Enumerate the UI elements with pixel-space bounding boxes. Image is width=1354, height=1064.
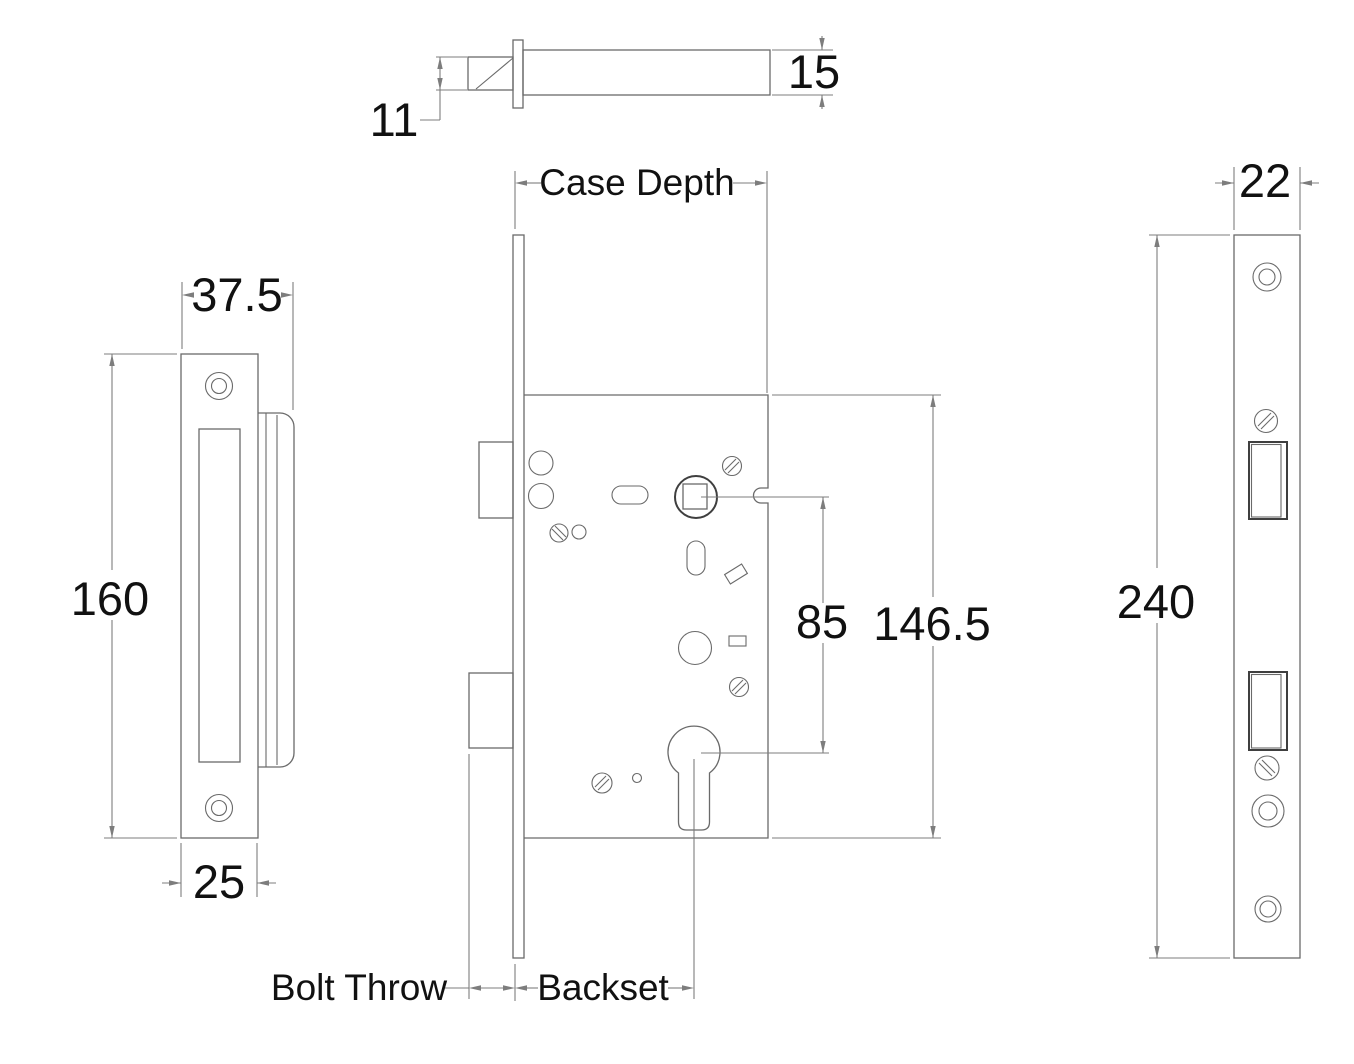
dim-text-37-5: 37.5 xyxy=(191,268,282,321)
dim-text-15: 15 xyxy=(788,45,840,98)
dim-faceplate-width: 22 xyxy=(1215,154,1319,230)
latch-bevel-line xyxy=(475,57,514,90)
strike-keep-opening xyxy=(198,428,241,763)
case-screw-2 xyxy=(721,455,743,477)
faceplate-screw-1 xyxy=(1253,408,1279,434)
faceplate-body xyxy=(1233,234,1301,959)
lock-case-outline xyxy=(524,394,769,839)
latch-bolt-face xyxy=(1250,443,1282,518)
latch-side-view xyxy=(467,39,771,109)
strike-screw-hole-bottom xyxy=(204,793,234,823)
strike-plate-view xyxy=(180,353,295,839)
case-rivet-2 xyxy=(527,482,555,510)
latch-opening xyxy=(1248,441,1288,520)
euro-cylinder-cutout xyxy=(667,725,721,831)
dim-case-depth: Case Depth xyxy=(514,162,768,393)
dim-latch-bolt-height: 11 xyxy=(370,56,467,146)
strike-lip xyxy=(258,412,295,768)
case-screw-3 xyxy=(728,676,750,698)
case-slot-vertical xyxy=(686,540,706,576)
case-rivet-1 xyxy=(528,450,554,476)
label-backset: Backset xyxy=(537,967,669,1008)
label-case-depth: Case Depth xyxy=(539,162,734,203)
case-lever-tab xyxy=(723,563,749,585)
case-pin-hole-small xyxy=(631,772,643,784)
dim-text-85: 85 xyxy=(796,595,848,648)
strike-plate-body xyxy=(180,353,259,839)
faceplate-screw-2 xyxy=(1254,755,1280,781)
faceplate-cross-section xyxy=(512,39,524,109)
lock-case-view xyxy=(468,234,769,959)
label-bolt-throw: Bolt Throw xyxy=(271,967,447,1008)
dim-case-height: 146.5 xyxy=(772,394,991,839)
dim-strike-plate-width: 25 xyxy=(162,843,276,908)
dim-text-240: 240 xyxy=(1117,575,1195,628)
faceplate-front-view xyxy=(1233,234,1301,959)
dim-strike-overall-width: 37.5 xyxy=(181,268,294,410)
case-pin-hole xyxy=(571,524,587,540)
case-screw-1 xyxy=(549,523,569,543)
case-slot-horizontal xyxy=(611,485,649,505)
dim-text-11: 11 xyxy=(370,93,419,146)
dim-bolt-throw-backset: Bolt Throw Backset xyxy=(271,754,695,1008)
dim-text-25: 25 xyxy=(193,855,245,908)
latch-bolt xyxy=(478,441,514,519)
faceplate-ring-hole xyxy=(1251,794,1285,828)
dim-text-146-5: 146.5 xyxy=(873,597,991,650)
case-side-profile xyxy=(522,49,771,96)
dim-hub-to-cylinder: 85 xyxy=(701,496,848,754)
case-stop-wheel xyxy=(677,630,713,666)
faceplate-screw-hole-top xyxy=(1252,262,1282,292)
dim-case-thickness: 15 xyxy=(772,36,840,109)
deadbolt-face xyxy=(1250,673,1282,749)
case-screw-4 xyxy=(591,772,613,794)
faceplate-edge-strip xyxy=(512,234,525,959)
dim-text-160: 160 xyxy=(71,572,149,625)
deadbolt-opening xyxy=(1248,671,1288,751)
faceplate-screw-hole-bottom xyxy=(1254,895,1282,923)
latch-bolt-head xyxy=(467,56,514,91)
dim-text-22: 22 xyxy=(1239,154,1291,207)
case-small-block xyxy=(728,635,747,647)
deadbolt xyxy=(468,672,514,749)
strike-screw-hole-top xyxy=(204,371,234,401)
dim-faceplate-height: 240 xyxy=(1117,234,1230,959)
dim-strike-height: 160 xyxy=(71,353,177,839)
